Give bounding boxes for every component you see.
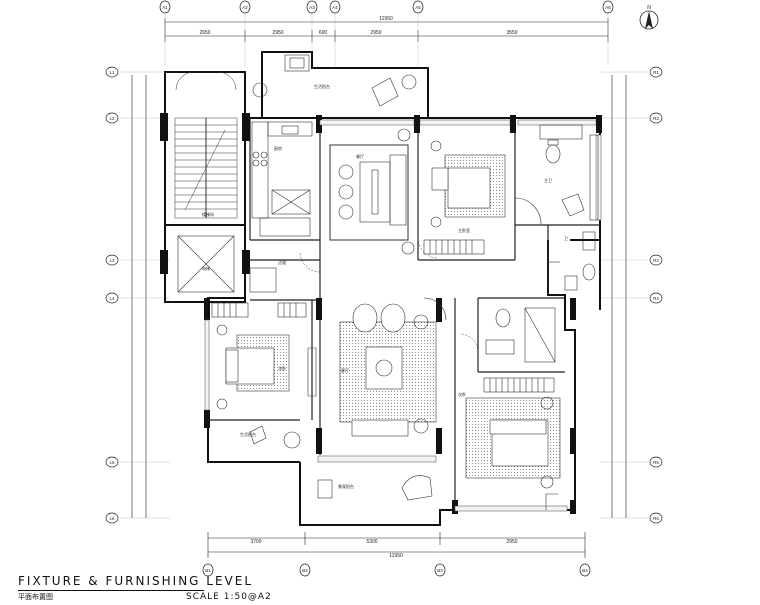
windows — [204, 119, 602, 512]
axis-bubble-top — [306, 0, 318, 14]
bedroom-2-bed — [211, 267, 317, 410]
axis-label-left: L6 — [109, 516, 115, 521]
axis-label-left: L2 — [109, 116, 115, 121]
dim-text-bottom-3: 2950 — [506, 539, 517, 545]
room-label-elevator: 电梯 — [202, 265, 210, 271]
dim-text-top-total: 11950 — [379, 16, 393, 22]
room-label-hall: 过道 — [278, 259, 286, 265]
north-balcony-furniture — [252, 54, 417, 107]
dim-text-top-4: 2950 — [370, 30, 381, 36]
axis-label-left: L4 — [109, 296, 115, 301]
drawing-scale: SCALE 1:50@A2 — [186, 592, 272, 602]
room-label-north-balcony: 生活阳台 — [314, 83, 330, 89]
north-label: N — [647, 5, 651, 11]
axis-bubble-left — [105, 112, 119, 124]
axis-bubble-top — [412, 0, 424, 14]
axis-label-top: A1 — [162, 5, 168, 10]
axis-label-top: A6 — [605, 5, 611, 10]
room-label-living: 客厅 — [341, 367, 349, 373]
axis-bubble-right — [649, 66, 663, 78]
axis-bubble-right — [649, 254, 663, 266]
bedroom-3-bed — [465, 307, 561, 510]
axis-label-bottom: B1 — [205, 568, 211, 573]
axis-bubble-left — [105, 254, 119, 266]
axis-bubble-right — [649, 292, 663, 304]
door-swings — [299, 237, 479, 353]
structural-columns — [160, 113, 602, 514]
axis-bubble-top — [329, 0, 341, 14]
axis-label-left: L1 — [109, 70, 115, 75]
room-label-master-bedroom: 主卧室 — [458, 227, 470, 233]
sw-balcony-furniture — [249, 425, 301, 449]
north-arrow-icon: N — [639, 5, 659, 30]
dim-text-bottom-2: 5300 — [366, 539, 377, 545]
axis-label-bottom: B3 — [437, 568, 443, 573]
axis-label-bottom: B2 — [302, 568, 308, 573]
axis-label-left: L3 — [109, 258, 115, 263]
axis-label-right: R2 — [653, 116, 659, 121]
dim-text-top-3: 600 — [319, 30, 328, 36]
axis-label-top: A4 — [332, 5, 338, 10]
dim-text-top-5: 3550 — [506, 30, 517, 36]
axis-label-top: A5 — [415, 5, 421, 10]
axis-bubble-left — [105, 512, 119, 524]
axis-label-right: R5 — [653, 460, 659, 465]
exterior-wall-south — [299, 462, 455, 526]
axis-bubble-left — [105, 66, 119, 78]
axis-label-top: A2 — [242, 5, 248, 10]
axis-label-bottom: B4 — [582, 568, 588, 573]
axis-bubble-left — [105, 456, 119, 468]
axis-label-left: L5 — [109, 460, 115, 465]
south-balcony-furniture — [317, 475, 433, 501]
axis-bubble-top — [239, 0, 251, 14]
dim-text-top-1: 2650 — [199, 30, 210, 36]
dim-text-bottom-total: 11950 — [389, 553, 403, 559]
axis-bubble-right — [649, 112, 663, 124]
room-label-south-balcony: 景观阳台 — [338, 483, 354, 489]
room-label-bath-2: 卫 — [564, 236, 568, 241]
axis-bubble-top — [159, 0, 171, 14]
master-bath-fixtures — [539, 124, 599, 221]
axis-bubble-right — [649, 456, 663, 468]
axis-bubble-bottom — [299, 563, 311, 577]
room-label-dining: 餐厅 — [356, 153, 364, 159]
bath-2-fixtures — [548, 231, 596, 291]
room-label-bedroom-3: 次卧 — [458, 391, 466, 397]
dining-table — [329, 128, 415, 255]
room-label-stairs: 楼梯间 — [202, 211, 214, 217]
drawing-subtitle: 平面布置图 — [18, 594, 53, 601]
living-sofa-set — [339, 297, 447, 437]
axis-label-top: A3 — [309, 5, 315, 10]
title-underline — [18, 590, 204, 591]
room-label-sw-balcony: 生活阳台 — [240, 431, 256, 437]
elevator-icon — [177, 235, 235, 293]
axis-label-right: R3 — [653, 258, 659, 263]
axis-bubble-bottom — [579, 563, 591, 577]
axis-bubble-right — [649, 512, 663, 524]
room-label-kitchen: 厨房 — [274, 145, 282, 151]
axis-bubble-top — [602, 0, 614, 14]
axis-bubble-bottom — [202, 563, 214, 577]
room-label-bedroom-2: 次卧 — [278, 365, 286, 371]
axis-label-right: R6 — [653, 516, 659, 521]
axis-label-right: R4 — [653, 296, 659, 301]
axis-label-right: R1 — [653, 70, 659, 75]
axis-bubble-left — [105, 292, 119, 304]
room-label-master-bath: 主卫 — [544, 177, 552, 183]
staircase — [174, 71, 238, 219]
drawing-title: FIXTURE & FURNISHING LEVEL — [18, 574, 254, 588]
dim-text-top-2: 2950 — [272, 30, 283, 36]
kitchen-counter — [251, 121, 313, 237]
axis-bubble-bottom — [434, 563, 446, 577]
north-balcony-wall — [261, 51, 429, 118]
dim-text-bottom-1: 3700 — [250, 539, 261, 545]
master-bed — [423, 140, 542, 255]
